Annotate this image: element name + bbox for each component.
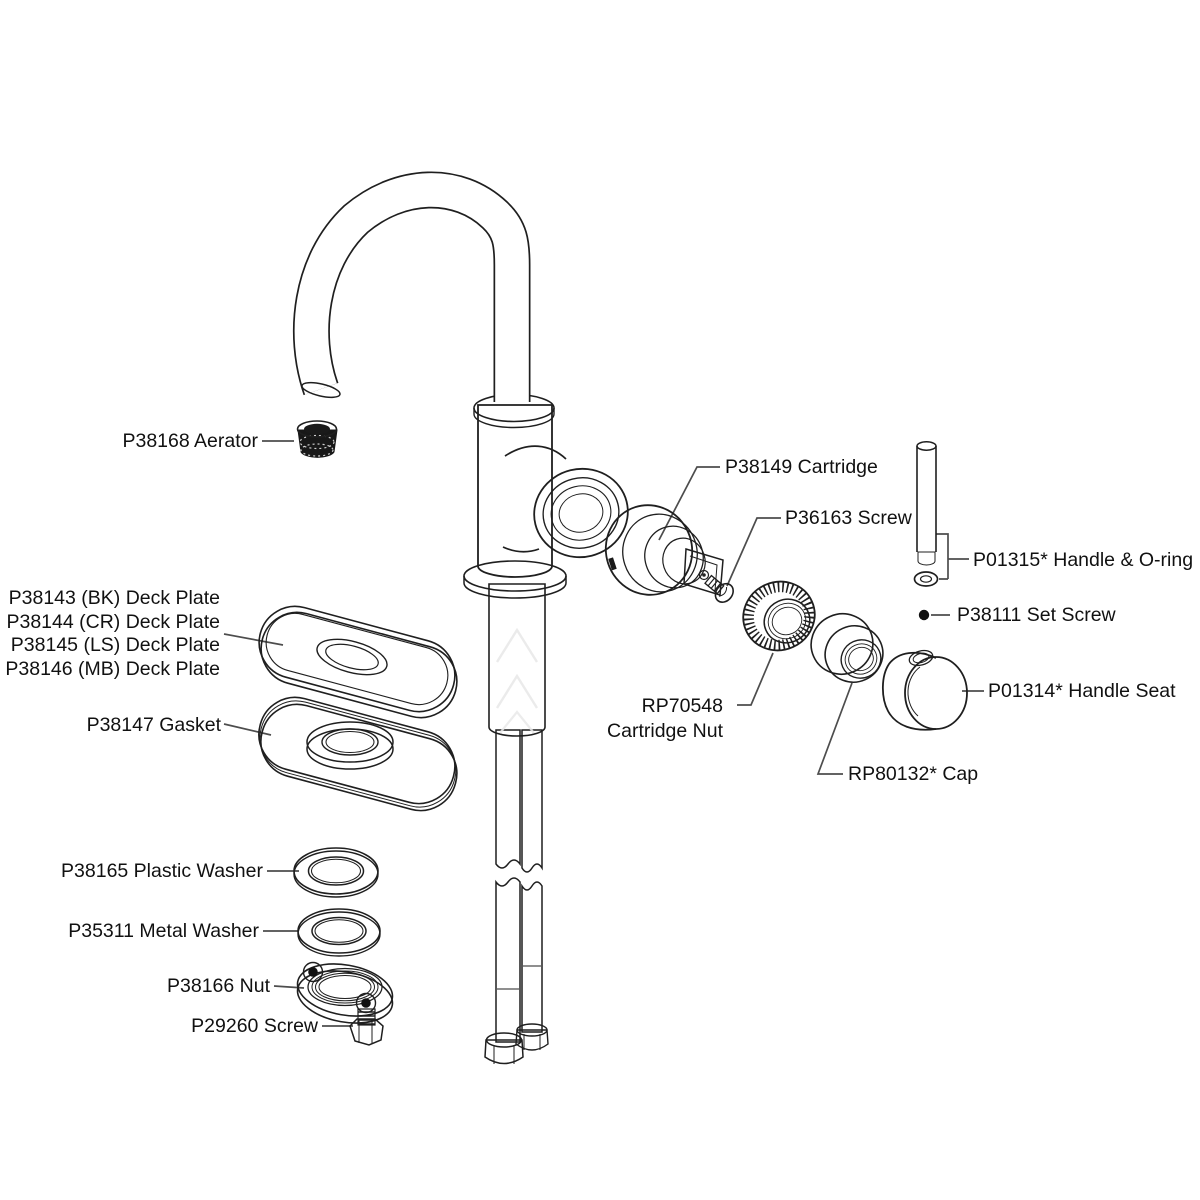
screw-part-p36163 [704, 574, 734, 603]
label-cartridge: P38149 Cartridge [725, 456, 878, 478]
label-nut: P38166 Nut [167, 975, 271, 997]
deck-plate-part [258, 605, 458, 719]
hose-nut-left [484, 1032, 524, 1065]
cartridge-part [604, 504, 724, 596]
valve-port [502, 445, 629, 559]
label-set-screw: P38111 Set Screw [957, 604, 1117, 626]
mounting-flange [463, 560, 567, 599]
label-screw-bottom: P29260 Screw [191, 1015, 319, 1037]
label-cartridge-nut-line1: RP70548 [642, 695, 723, 717]
supply-hoses [495, 729, 543, 1043]
handle-seat-part [881, 649, 968, 731]
leader-lines [223, 440, 984, 1027]
cap-part [810, 613, 884, 683]
label-deck-plate-mb: P38146 (MB) Deck Plate [5, 658, 220, 680]
labels: P38168 Aerator P38143 (BK) Deck Plate P3… [5, 430, 1193, 1037]
label-plastic-washer: P38165 Plastic Washer [61, 860, 263, 882]
mounting-nut-part [296, 961, 394, 1024]
set-screw-part [918, 609, 930, 621]
label-deck-plate-bk: P38143 (BK) Deck Plate [9, 587, 220, 609]
label-screw-cartridge: P36163 Screw [785, 507, 913, 529]
label-cartridge-nut-line2: Cartridge Nut [607, 720, 724, 742]
spout [292, 171, 531, 402]
label-deck-plate-ls: P38145 (LS) Deck Plate [11, 634, 220, 656]
screw-part-p29260 [349, 1008, 384, 1046]
threaded-shank [488, 583, 546, 737]
label-handle-seat: P01314* Handle Seat [988, 680, 1176, 702]
handle-rod-part [916, 441, 937, 566]
plastic-washer-part [293, 847, 379, 898]
label-deck-plate-cr: P38144 (CR) Deck Plate [6, 611, 220, 633]
label-metal-washer: P35311 Metal Washer [68, 920, 259, 942]
label-cap: RP80132* Cap [848, 763, 978, 785]
gasket-part [258, 696, 458, 812]
hose-nut-right [515, 1023, 549, 1051]
metal-washer-part [297, 908, 381, 957]
o-ring-part [913, 571, 939, 587]
label-aerator: P38168 Aerator [122, 430, 258, 452]
faucet-assembly [292, 171, 629, 1065]
aerator-part [296, 420, 338, 458]
label-handle-oring: P01315* Handle & O-ring [973, 549, 1193, 571]
label-gasket: P38147 Gasket [87, 714, 222, 736]
cartridge-nut-part [742, 580, 816, 652]
faucet-body [477, 404, 553, 578]
